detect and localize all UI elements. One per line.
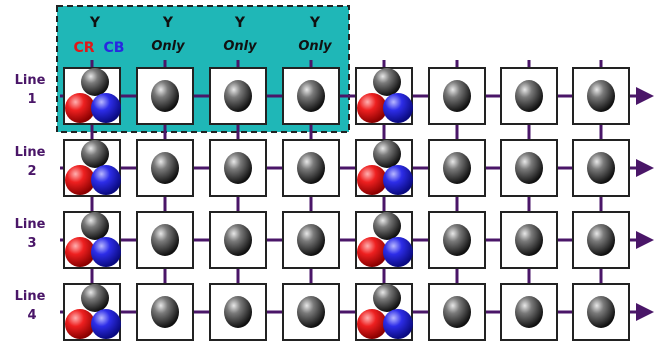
header-y-2: Y	[162, 15, 174, 31]
line-number-4: 4	[27, 308, 36, 323]
cr-sample-icon	[65, 93, 95, 123]
arrow-right-icon	[636, 303, 654, 321]
luma-sample-icon	[373, 212, 401, 240]
luma-sample-icon	[224, 152, 252, 184]
luma-sample-icon	[151, 80, 179, 112]
cb-sample-icon	[383, 237, 413, 267]
luma-sample-icon	[224, 296, 252, 328]
header-y-3: Y	[234, 15, 246, 31]
luma-sample-icon	[515, 152, 543, 184]
arrow-right-icon	[636, 159, 654, 177]
luma-sample-icon	[81, 284, 109, 312]
luma-sample-icon	[515, 80, 543, 112]
luma-sample-icon	[81, 140, 109, 168]
line-label-1: Line	[15, 73, 46, 88]
header-y-1: Y	[89, 15, 101, 31]
cr-sample-icon	[65, 165, 95, 195]
luma-sample-icon	[373, 140, 401, 168]
header-labels: Y CR CB Y Only Y Only Y Only	[73, 15, 332, 56]
header-only-3: Only	[223, 39, 257, 54]
line-number-3: 3	[27, 236, 36, 251]
line-labels: Line 1 Line 2 Line 3 Line 4	[15, 73, 46, 323]
luma-sample-icon	[587, 296, 615, 328]
cr-sample-icon	[357, 309, 387, 339]
luma-sample-icon	[587, 224, 615, 256]
arrow-right-icon	[636, 231, 654, 249]
cb-sample-icon	[91, 237, 121, 267]
luma-sample-icon	[297, 152, 325, 184]
luma-sample-icon	[443, 296, 471, 328]
sample-cell	[500, 211, 558, 269]
line-number-2: 2	[27, 164, 36, 179]
cb-sample-icon	[383, 165, 413, 195]
line-label-4: Line	[15, 289, 46, 304]
cr-sample-icon	[65, 237, 95, 267]
sample-cell	[136, 211, 194, 269]
header-only-4: Only	[298, 39, 332, 54]
cr-sample-icon	[357, 237, 387, 267]
header-cr: CR	[73, 40, 94, 56]
luma-sample-icon	[297, 224, 325, 256]
cb-sample-icon	[91, 165, 121, 195]
sample-cell	[500, 67, 558, 125]
cb-sample-icon	[91, 309, 121, 339]
luma-sample-icon	[587, 152, 615, 184]
cb-sample-icon	[383, 93, 413, 123]
cr-sample-icon	[357, 93, 387, 123]
luma-sample-icon	[373, 284, 401, 312]
luma-sample-icon	[515, 296, 543, 328]
luma-sample-icon	[151, 296, 179, 328]
luma-sample-icon	[373, 68, 401, 96]
arrow-right-icon	[636, 87, 654, 105]
cr-sample-icon	[357, 165, 387, 195]
line-number-1: 1	[27, 92, 36, 107]
luma-sample-icon	[297, 80, 325, 112]
sample-cell	[209, 211, 267, 269]
luma-sample-icon	[151, 224, 179, 256]
luma-sample-icon	[515, 224, 543, 256]
cr-sample-icon	[65, 309, 95, 339]
luma-sample-icon	[151, 152, 179, 184]
header-cb: CB	[104, 40, 125, 56]
sample-grid	[60, 60, 654, 341]
luma-sample-icon	[81, 68, 109, 96]
luma-sample-icon	[224, 80, 252, 112]
line-label-2: Line	[15, 145, 46, 160]
sample-cell	[209, 139, 267, 197]
sample-cell	[209, 283, 267, 341]
header-only-2: Only	[151, 39, 185, 54]
luma-sample-icon	[224, 224, 252, 256]
luma-sample-icon	[443, 80, 471, 112]
cb-sample-icon	[383, 309, 413, 339]
sample-cell	[136, 67, 194, 125]
luma-sample-icon	[587, 80, 615, 112]
luma-sample-icon	[443, 224, 471, 256]
sample-cell	[209, 67, 267, 125]
line-label-3: Line	[15, 217, 46, 232]
luma-sample-icon	[297, 296, 325, 328]
luma-sample-icon	[81, 212, 109, 240]
header-y-4: Y	[309, 15, 321, 31]
luma-sample-icon	[443, 152, 471, 184]
cb-sample-icon	[91, 93, 121, 123]
